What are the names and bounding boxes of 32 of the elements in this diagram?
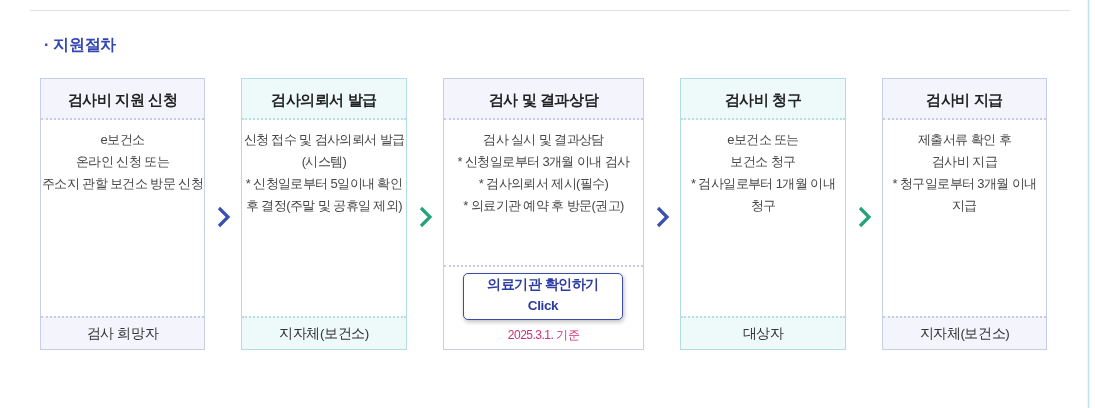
step-text: * 신청일로부터 5일이내 확인 후 결정(주말 및 공휴일 제외) [245,175,403,215]
card-heading: 검사의뢰서 발급 [242,79,406,120]
step-text: 제출서류 확인 후 검사비 지급 [918,131,1011,171]
step-card [40,78,205,350]
link-button: 의료기관 확인하기 Click [463,273,623,320]
step-card [241,78,407,350]
step-card [443,78,644,350]
section-title: · 지원절차 [44,35,116,55]
card-heading: 검사 및 결과상담 [444,79,643,120]
step-text: * 신청일로부터 3개월 이내 검사 [457,153,630,171]
step-text: 신청 접수 및 검사의뢰서 발급 (시스템) [243,131,405,171]
footer-label: 지자체(보건소) [242,316,406,349]
date-note: 2025.3.1. 기준 [507,327,580,344]
footer-label: 지자체(보건소) [883,316,1046,349]
card-heading: 검사비 지급 [883,79,1046,120]
step-text: e보건소 또는 보건소 청구 [727,131,799,171]
step-text: * 검사의뢰서 제시(필수) [478,175,609,193]
step-text: * 청구일로부터 3개월 이내 지급 [892,175,1037,215]
footer-label: 검사 희망자 [41,316,204,349]
step-text: 검사 실시 및 결과상담 [483,131,604,149]
step-text: e보건소 온라인 신청 또는 주소지 관할 보건소 방문 신청 [42,131,203,193]
step-card [680,78,846,350]
step-text: * 검사일로부터 1개월 이내 청구 [690,175,836,215]
chevron-arrow [217,206,231,228]
step-text: * 의료기관 예약 후 방문(권고) [463,197,624,215]
chevron-arrow [858,206,872,228]
step-card [882,78,1047,350]
chevron-arrow [656,206,670,228]
card-heading: 검사비 지원 신청 [41,79,204,120]
footer-label: 대상자 [681,316,845,349]
chevron-arrow [419,206,433,228]
card-heading: 검사비 청구 [681,79,845,120]
